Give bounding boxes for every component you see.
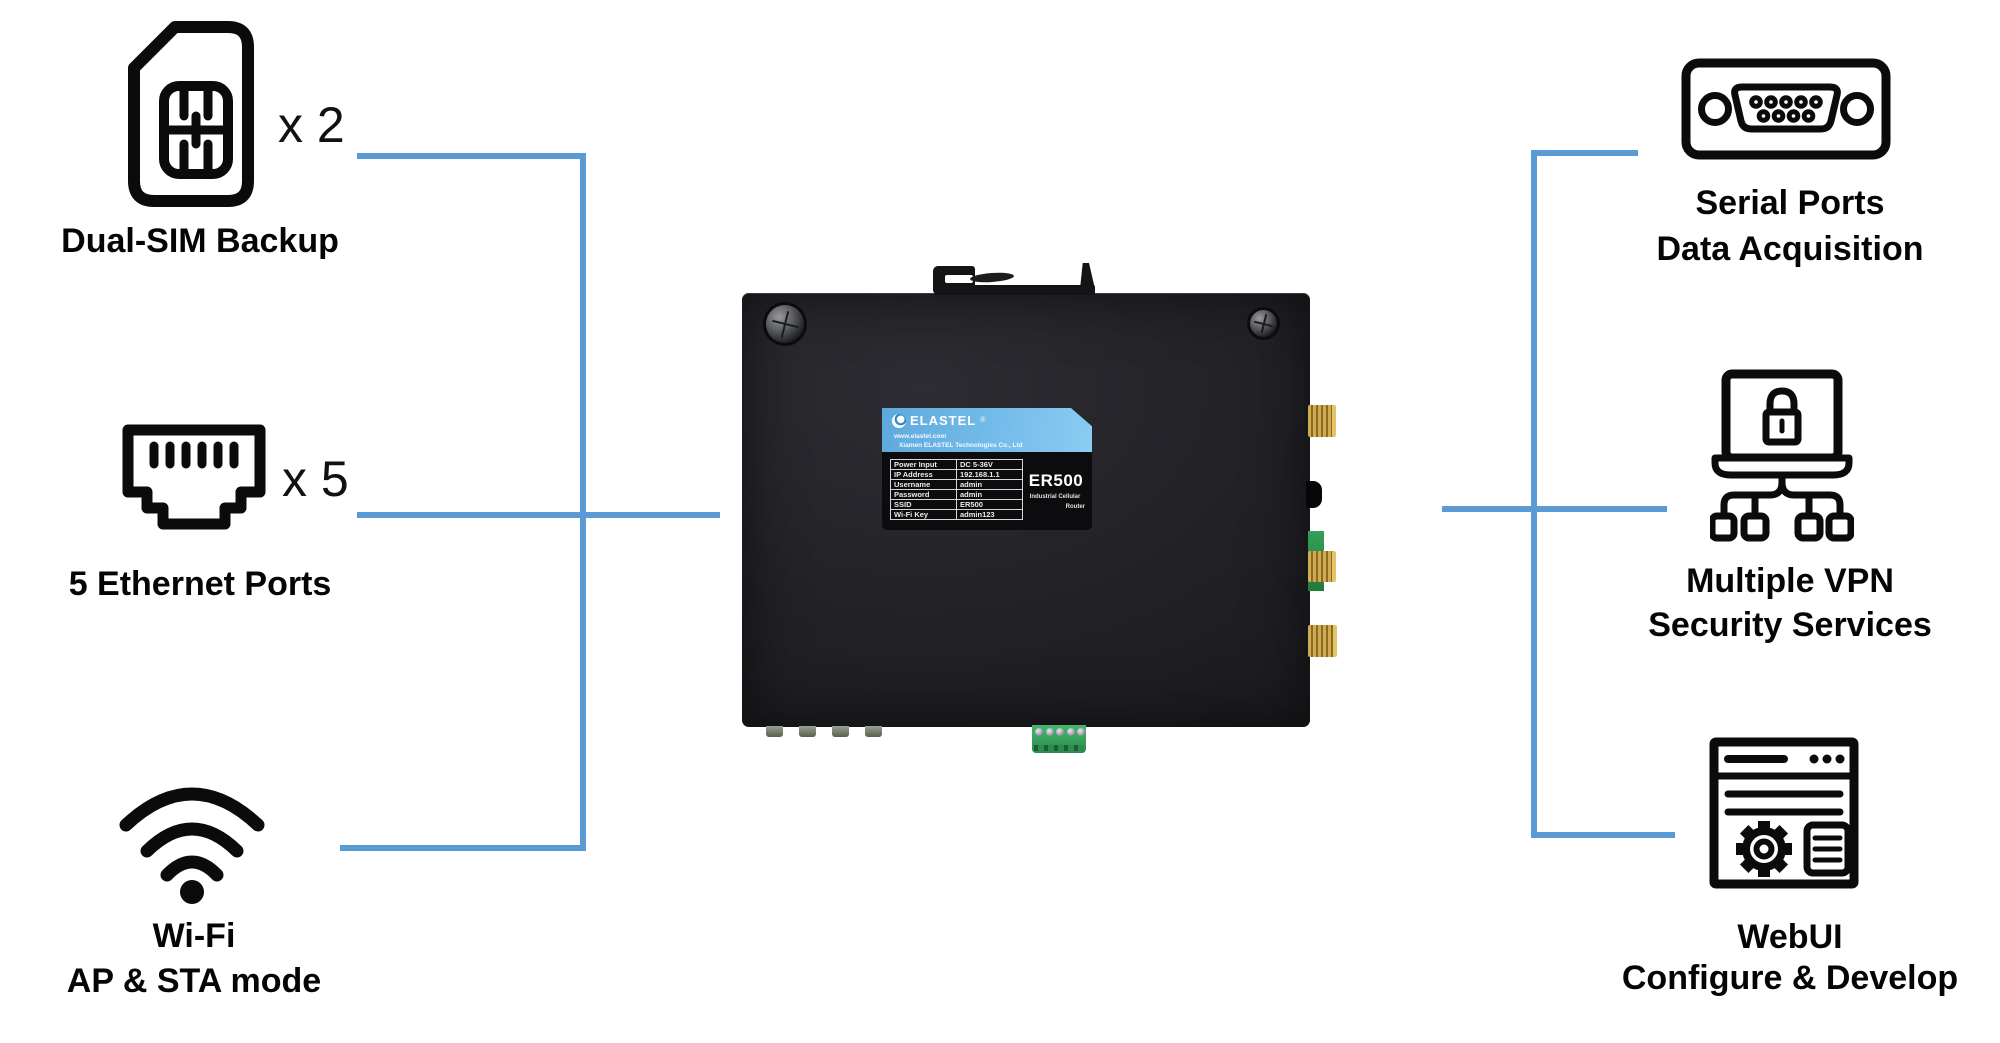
antenna-connector-icon bbox=[1308, 551, 1336, 582]
antenna-connector-icon bbox=[1308, 625, 1337, 657]
feature-label-vpn-sub: Security Services bbox=[1648, 606, 1932, 644]
din-rail-clip-bar bbox=[935, 285, 1095, 295]
spec-key: SSID bbox=[890, 499, 957, 510]
feature-label-ethernet: 5 Ethernet Ports bbox=[68, 565, 332, 603]
feature-label-wifi: Wi-Fi bbox=[152, 917, 236, 955]
spec-key: Wi-Fi Key bbox=[890, 509, 957, 520]
sim-count-label: x 2 bbox=[278, 97, 345, 153]
router-device: ELASTEL ® www.elastel.com Xiamen ELASTEL… bbox=[742, 263, 1337, 753]
din-rail-clip-lever bbox=[969, 271, 1015, 284]
website-text: www.elastel.com bbox=[894, 433, 947, 440]
model-type-line2: Router bbox=[1065, 503, 1085, 510]
connector-right-bottom bbox=[1531, 832, 1675, 838]
registered-mark: ® bbox=[980, 417, 986, 424]
spec-key: Password bbox=[890, 489, 957, 500]
connector-left-middle bbox=[357, 512, 720, 518]
connector-left-vertical bbox=[580, 153, 586, 850]
spec-value: admin bbox=[956, 489, 1023, 500]
device-info-label: ELASTEL ® www.elastel.com Xiamen ELASTEL… bbox=[882, 408, 1092, 530]
spec-key: Power Input bbox=[890, 459, 957, 470]
feature-label-wifi-mode: AP & STA mode bbox=[66, 962, 322, 1000]
connector-right-vertical bbox=[1531, 150, 1537, 838]
serial-port-icon bbox=[1681, 58, 1891, 160]
feature-label-dual-sim: Dual-SIM Backup bbox=[61, 222, 339, 260]
table-row: IP Address 192.168.1.1 bbox=[890, 469, 1023, 480]
bottom-connector bbox=[832, 726, 849, 737]
feature-label-vpn: Multiple VPN bbox=[1686, 562, 1894, 600]
feature-label-serial: Serial Ports bbox=[1695, 184, 1885, 222]
ethernet-count-label: x 5 bbox=[282, 451, 349, 507]
table-row: SSID ER500 bbox=[890, 499, 1023, 510]
feature-label-webui: WebUI bbox=[1737, 918, 1843, 956]
screw-top-right-icon bbox=[1250, 310, 1277, 337]
elastel-logo-icon bbox=[892, 413, 906, 428]
terminal-slots bbox=[1034, 745, 1084, 751]
model-type: Industrial Cellular Router bbox=[1022, 493, 1088, 512]
spec-value: 192.168.1.1 bbox=[956, 469, 1023, 480]
bottom-connector bbox=[766, 726, 783, 737]
connector-left-bottom bbox=[340, 845, 586, 851]
table-row: Wi-Fi Key admin123 bbox=[890, 509, 1023, 520]
bottom-connector bbox=[799, 726, 816, 737]
connector-right-top bbox=[1531, 150, 1638, 156]
brand-name: ELASTEL bbox=[910, 413, 977, 428]
bottom-connector bbox=[865, 726, 882, 737]
vpn-security-icon bbox=[1710, 369, 1854, 542]
feature-label-serial-sub: Data Acquisition bbox=[1656, 230, 1924, 268]
spec-value: admin123 bbox=[956, 509, 1023, 520]
power-terminal-block bbox=[1032, 725, 1086, 753]
spec-table: Power Input DC 5-36V IP Address 192.168.… bbox=[890, 459, 1023, 520]
sim-card-icon bbox=[128, 21, 254, 207]
brand-row: ELASTEL ® bbox=[892, 413, 985, 428]
feature-label-webui-sub: Configure & Develop bbox=[1621, 959, 1959, 997]
connector-left-top bbox=[357, 153, 586, 159]
antenna-connector-icon bbox=[1308, 405, 1336, 437]
wifi-icon bbox=[119, 787, 265, 904]
din-rail-clip-prong bbox=[1080, 263, 1095, 289]
din-rail-clip-hook bbox=[933, 266, 975, 294]
spec-value: DC 5-36V bbox=[956, 459, 1023, 470]
connector-right-middle bbox=[1442, 506, 1667, 512]
table-row: Power Input DC 5-36V bbox=[890, 459, 1023, 470]
ethernet-port-icon bbox=[122, 424, 266, 530]
table-row: Password admin bbox=[890, 489, 1023, 500]
label-header: ELASTEL ® www.elastel.com Xiamen ELASTEL… bbox=[882, 408, 1092, 452]
terminal-screws bbox=[1032, 725, 1086, 736]
side-knob bbox=[1306, 481, 1322, 508]
spec-key: Username bbox=[890, 479, 957, 490]
model-name: ER500 bbox=[1028, 471, 1084, 490]
spec-value: ER500 bbox=[956, 499, 1023, 510]
model-type-line1: Industrial Cellular bbox=[1029, 494, 1081, 500]
webui-icon bbox=[1709, 737, 1859, 889]
spec-value: admin bbox=[956, 479, 1023, 490]
company-text: Xiamen ELASTEL Technologies Co., Ltd bbox=[899, 442, 1023, 449]
table-row: Username admin bbox=[890, 479, 1023, 490]
screw-top-left-icon bbox=[766, 305, 804, 343]
spec-key: IP Address bbox=[890, 469, 957, 480]
